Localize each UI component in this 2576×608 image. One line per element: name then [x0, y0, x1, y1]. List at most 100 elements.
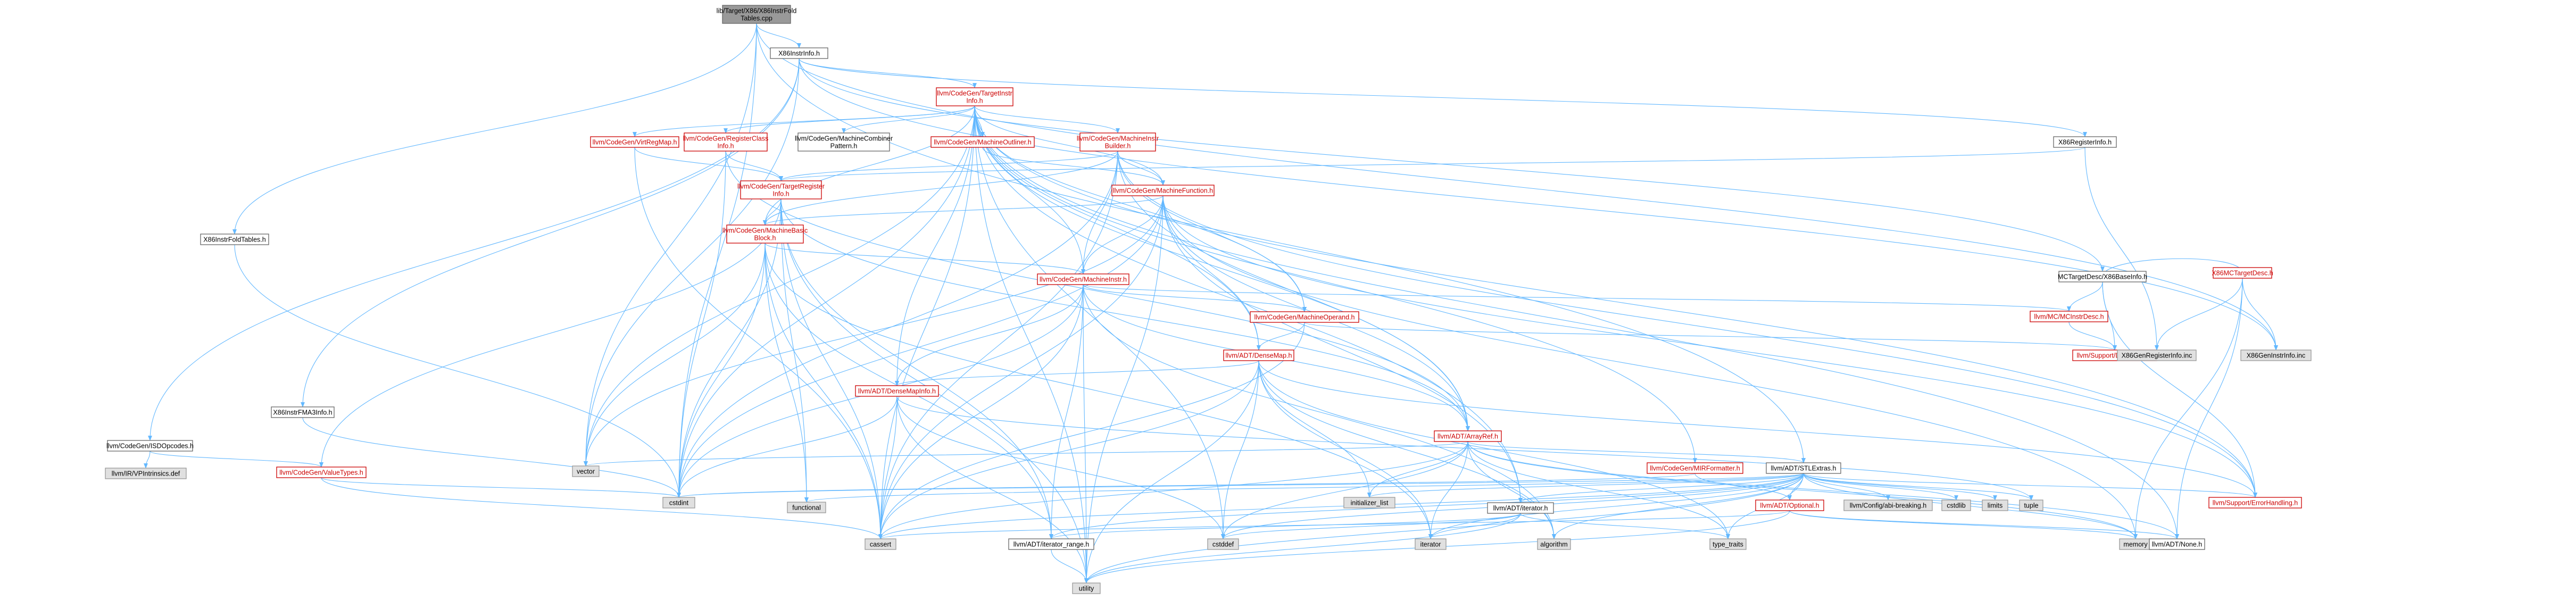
node-box-optional	[1755, 499, 1824, 511]
node-valuetypes[interactable]: llvm/CodeGen/ValueTypes.h	[276, 467, 367, 478]
edge-mcinstrdesc-to-datatypes	[2068, 321, 2117, 351]
edge-arrayref-to-algorithm	[1467, 441, 1556, 539]
node-errorhandling[interactable]: llvm/Support/ErrorHandling.h	[2208, 497, 2302, 509]
node-label-machinefunction-0: llvm/CodeGen/MachineFunction.h	[1113, 187, 1213, 195]
node-cassert[interactable]: cassert	[865, 538, 896, 550]
node-label-iterator_range-0: llvm/ADT/iterator_range.h	[1013, 541, 1089, 548]
edge-registerclassinfo-to-cstdint	[677, 151, 726, 498]
edge-iterator_h-to-iterator_range	[1049, 513, 1521, 539]
edge-x86registerinfo-to-targetregisterinfo	[779, 147, 2085, 181]
node-mcinstrdesc[interactable]: llvm/MC/MCInstrDesc.h	[2030, 311, 2108, 322]
edge-arrayref-to-none	[1467, 441, 2179, 539]
node-mirformatter[interactable]: llvm/CodeGen/MIRFormatter.h	[1647, 462, 1743, 474]
node-label-errorhandling-0: llvm/Support/ErrorHandling.h	[2213, 499, 2298, 507]
node-box-intrinsicsdef	[105, 468, 187, 479]
node-disablebreaking[interactable]: llvm/Config/abi-breaking.h	[1843, 499, 1933, 511]
node-densemapinfo[interactable]: llvm/ADT/DenseMapInfo.h	[855, 385, 939, 397]
edge-root-to-stlextras	[756, 23, 1806, 463]
node-box-type_traits	[1709, 538, 1747, 550]
node-iterator[interactable]: iterator	[1415, 538, 1447, 550]
node-iterator_range[interactable]: llvm/ADT/iterator_range.h	[1008, 538, 1094, 550]
node-box-registerclassinfo	[684, 132, 768, 152]
edge-targetinstrinfo-to-cassert	[878, 105, 975, 539]
node-limits[interactable]: limits	[1982, 499, 2008, 511]
node-arrayref[interactable]: llvm/ADT/ArrayRef.h	[1434, 430, 1502, 442]
node-initializer_list[interactable]: initializer_list	[1343, 497, 1395, 509]
node-machineinstr[interactable]: llvm/CodeGen/MachineInstr.h	[1037, 273, 1129, 285]
node-box-tuple	[2019, 499, 2043, 511]
node-machineoperand[interactable]: llvm/CodeGen/MachineOperand.h	[1250, 311, 1359, 323]
edge-iterator_range-to-utility	[1051, 549, 1088, 584]
node-machineoutliner[interactable]: llvm/CodeGen/MachineOutliner.h	[930, 136, 1035, 148]
node-densemap[interactable]: llvm/ADT/DenseMap.h	[1223, 349, 1294, 361]
node-tuple[interactable]: tuple	[2019, 499, 2043, 511]
node-x86instrinfo[interactable]: X86InstrInfo.h	[770, 47, 828, 59]
edge-iterator_h-to-type_traits	[1520, 513, 1730, 539]
node-label-vector-0: vector	[577, 468, 595, 476]
edge-targetregisterinfo-to-machinebasicblock	[763, 198, 782, 226]
edge-targetregisterinfo-to-iterator_range	[780, 198, 1053, 539]
node-iterator_h[interactable]: llvm/ADT/iterator.h	[1487, 502, 1554, 514]
node-label-cstdint-0: cstdint	[669, 499, 689, 507]
node-type_traits[interactable]: type_traits	[1709, 538, 1747, 550]
node-box-arrayref	[1434, 430, 1502, 442]
nodes-layer: lib/Target/X86/X86InstrFoldTables.cppX86…	[105, 5, 2312, 594]
edge-valuetypes-to-cstdint	[321, 477, 681, 498]
edge-x86registerinfo-to-x86genregisterinfo	[2084, 147, 2159, 351]
node-label-targetregisterinfo-0: llvm/CodeGen/TargetRegister	[737, 183, 825, 190]
edge-densemapinfo-to-cstdint	[677, 396, 898, 498]
edge-x86instrinfo-to-vector	[584, 58, 800, 467]
node-x86mctargetdesc[interactable]: X86MCTargetDesc.h	[2212, 267, 2273, 279]
node-vregmap[interactable]: llvm/CodeGen/VirtRegMap.h	[590, 136, 679, 148]
node-functional[interactable]: functional	[787, 502, 826, 513]
node-box-machinebasicblock	[726, 224, 804, 244]
edge-x86mctargetdesc-to-x86geninstrinfo	[2242, 278, 2278, 351]
node-box-mctargetdesc_base	[2058, 271, 2147, 282]
node-optional[interactable]: llvm/ADT/Optional.h	[1755, 499, 1824, 511]
node-algorithm[interactable]: algorithm	[1537, 538, 1571, 550]
edge-machinefunction-to-errorhandling	[1162, 195, 2257, 498]
edge-targetregisterinfo-to-cstdint	[677, 198, 782, 498]
node-memory[interactable]: memory	[2119, 538, 2152, 550]
edge-valuetypes-to-cassert	[321, 477, 883, 539]
edge-densemap-to-errorhandling	[1258, 360, 2257, 498]
node-label-mirformatter-0: llvm/CodeGen/MIRFormatter.h	[1650, 465, 1740, 472]
edge-machinefunction-to-machinebasicblock	[763, 195, 1164, 226]
edge-stlextras-to-tuple	[1803, 473, 2033, 501]
node-cstddef[interactable]: cstddef	[1207, 538, 1239, 550]
node-x86instrfma3info[interactable]: X86InstrFMA3Info.h	[271, 406, 335, 418]
node-x86geninstrinfo[interactable]: X86GenInstrInfo.inc	[2240, 349, 2312, 361]
node-stlextras[interactable]: llvm/ADT/STLExtras.h	[1766, 462, 1841, 474]
node-box-initializer_list	[1343, 497, 1395, 509]
node-label-root-0: lib/Target/X86/X86InstrFold	[717, 7, 797, 15]
node-machinefunction[interactable]: llvm/CodeGen/MachineFunction.h	[1111, 185, 1215, 196]
node-x86registerinfo[interactable]: X86RegisterInfo.h	[2053, 136, 2117, 148]
node-cstdlib[interactable]: cstdlib	[1941, 499, 1971, 511]
node-utility[interactable]: utility	[1072, 582, 1101, 594]
edge-targetinstrinfo-to-iterator_h	[974, 105, 1523, 503]
node-cstdint[interactable]: cstdint	[662, 497, 695, 509]
edge-machineoperand-to-densemap	[1257, 322, 1305, 351]
edge-targetinstrinfo-to-vregmap	[633, 105, 975, 137]
node-box-x86instrinfo	[770, 47, 828, 59]
node-root[interactable]: lib/Target/X86/X86InstrFoldTables.cpp	[717, 5, 797, 24]
node-isdopcodes[interactable]: llvm/CodeGen/ISDOpcodes.h	[106, 440, 194, 452]
node-none[interactable]: llvm/ADT/None.h	[2149, 538, 2205, 550]
edge-targetinstrinfo-to-machineinstrbuilder	[974, 105, 1120, 134]
node-vector[interactable]: vector	[572, 465, 600, 477]
node-box-densemapinfo	[855, 385, 939, 397]
node-x86genregisterinfo[interactable]: X86GenRegisterInfo.inc	[2117, 349, 2197, 361]
node-intrinsicsdef[interactable]: llvm/IR/VPIntrinsics.def	[105, 468, 187, 479]
node-label-memory-0: memory	[2123, 541, 2148, 548]
edge-machinefunction-to-cassert	[878, 195, 1164, 539]
node-x86instrfoldtables[interactable]: X86InstrFoldTables.h	[200, 234, 269, 245]
edge-targetregisterinfo-to-cassert	[780, 198, 883, 539]
node-label-targetinstrinfo-0: llvm/CodeGen/TargetInstr	[937, 90, 1012, 97]
node-mctargetdesc_base[interactable]: MCTargetDesc/X86BaseInfo.h	[2058, 271, 2147, 282]
